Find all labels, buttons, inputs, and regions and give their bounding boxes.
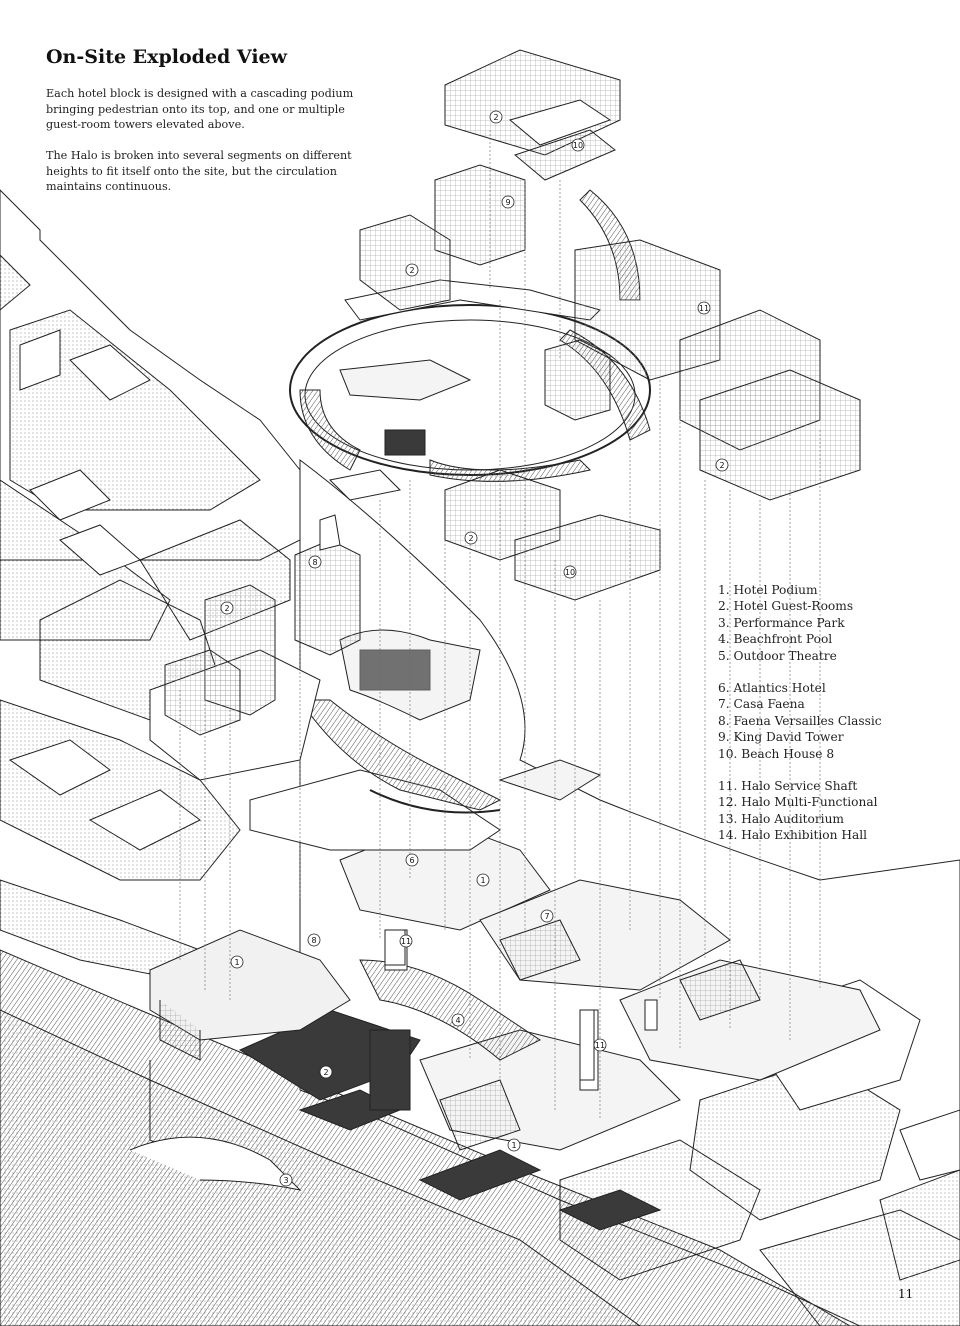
marker: 10 — [563, 565, 577, 579]
svg-text:10: 10 — [573, 141, 583, 150]
legend-item: 6. Atlantics Hotel — [718, 681, 826, 696]
marker: 1 — [476, 873, 490, 887]
svg-text:1: 1 — [480, 876, 485, 885]
upper-hotels — [359, 49, 861, 601]
legend-item: 5. Outdoor Theatre — [718, 648, 837, 663]
svg-text:2: 2 — [224, 604, 229, 613]
svg-text:7: 7 — [544, 912, 549, 921]
legend-item: 4. Beachfront Pool — [718, 632, 833, 647]
legend-item: 12. Halo Multi-Functional — [718, 795, 878, 810]
mid-level-towers — [164, 514, 361, 736]
legend: 1. Hotel Podium 2. Hotel Guest-Rooms 3. … — [718, 582, 882, 860]
marker: 11 — [593, 1038, 607, 1052]
svg-text:2: 2 — [719, 461, 724, 470]
svg-text:2: 2 — [409, 266, 414, 275]
marker: 2 — [489, 110, 503, 124]
marker: 9 — [501, 195, 515, 209]
legend-item: 7. Casa Faena — [718, 697, 805, 712]
marker: 1 — [507, 1138, 521, 1152]
service-shafts — [384, 929, 658, 1081]
legend-group-hotel-parts: 1. Hotel Podium 2. Hotel Guest-Rooms 3. … — [718, 582, 882, 664]
marker: 4 — [451, 1013, 465, 1027]
description-paragraph-2: The Halo is broken into several segments… — [46, 149, 352, 193]
marker: 3 — [279, 1173, 293, 1187]
marker: 6 — [405, 853, 419, 867]
marker: 2 — [405, 263, 419, 277]
marker: 10 — [571, 138, 585, 152]
svg-text:11: 11 — [401, 937, 411, 946]
svg-text:9: 9 — [505, 198, 510, 207]
svg-text:4: 4 — [455, 1016, 460, 1025]
svg-text:6: 6 — [409, 856, 414, 865]
legend-item: 13. Halo Auditorium — [718, 811, 844, 826]
page-number: 11 — [898, 1287, 914, 1301]
legend-group-hotels: 6. Atlantics Hotel 7. Casa Faena 8. Faen… — [718, 680, 882, 762]
svg-text:1: 1 — [234, 958, 239, 967]
svg-text:8: 8 — [312, 558, 317, 567]
legend-item: 9. King David Tower — [718, 730, 844, 745]
legend-item: 3. Performance Park — [718, 615, 845, 630]
legend-item: 11. Halo Service Shaft — [718, 779, 858, 794]
description-paragraph-1: Each hotel block is designed with a casc… — [46, 87, 354, 131]
svg-text:1: 1 — [511, 1141, 516, 1150]
legend-item: 2. Hotel Guest-Rooms — [718, 599, 854, 614]
svg-text:11: 11 — [699, 304, 709, 313]
marker: 11 — [399, 934, 413, 948]
svg-text:2: 2 — [493, 113, 498, 122]
marker: 2 — [220, 601, 234, 615]
legend-item: 10. Beach House 8 — [718, 746, 835, 761]
page-title: On-Site Exploded View — [46, 46, 287, 68]
projection-lines — [179, 130, 821, 1120]
svg-text:11: 11 — [595, 1041, 605, 1050]
marker: 8 — [308, 555, 322, 569]
svg-text:8: 8 — [311, 936, 316, 945]
ground-podiums — [149, 819, 881, 1151]
legend-item: 1. Hotel Podium — [718, 583, 818, 597]
marker: 2 — [319, 1065, 333, 1079]
legend-item: 8. Faena Versailles Classic — [718, 713, 882, 728]
svg-text:10: 10 — [565, 568, 575, 577]
svg-text:2: 2 — [323, 1068, 328, 1077]
svg-text:3: 3 — [283, 1176, 288, 1185]
marker: 11 — [697, 301, 711, 315]
marker: 7 — [540, 909, 554, 923]
city-blocks-left — [0, 189, 301, 981]
legend-item: 14. Halo Exhibition Hall — [718, 828, 868, 843]
svg-text:2: 2 — [468, 534, 473, 543]
building-markers: 2 10 9 2 11 2 2 10 8 2 6 1 7 1 8 11 4 2 … — [220, 110, 729, 1187]
marker: 2 — [715, 458, 729, 472]
marker: 1 — [230, 955, 244, 969]
legend-group-halo: 11. Halo Service Shaft 12. Halo Multi-Fu… — [718, 778, 882, 844]
marker: 8 — [307, 933, 321, 947]
marker: 2 — [464, 531, 478, 545]
